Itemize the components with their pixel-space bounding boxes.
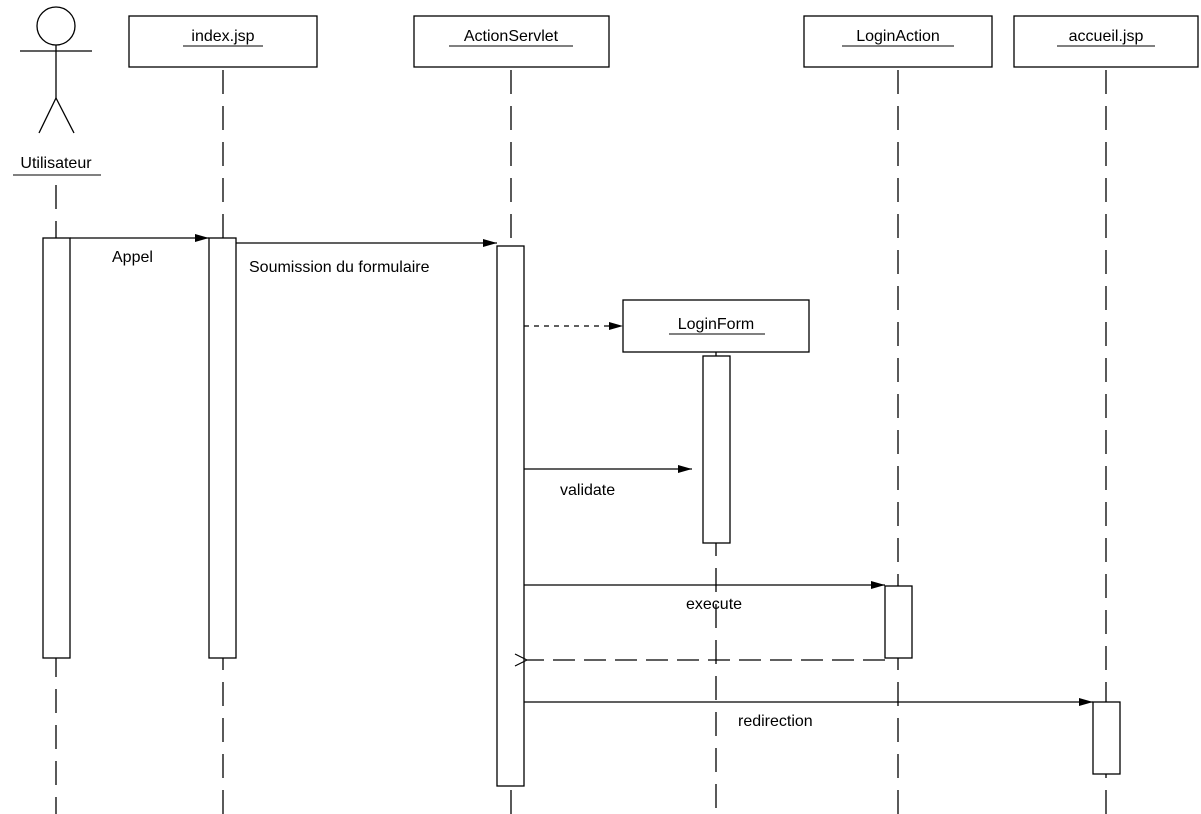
message-execute-label: execute xyxy=(686,596,742,613)
activation-index xyxy=(208,237,237,659)
object-label-loginform: LoginForm xyxy=(678,316,754,333)
message-soumission-label: Soumission du formulaire xyxy=(249,259,430,276)
message-validate-label: validate xyxy=(560,482,615,499)
object-box-loginform xyxy=(622,299,810,353)
activation-utilisateur xyxy=(42,237,71,659)
activation-loginform xyxy=(702,355,731,544)
object-box-index xyxy=(128,15,318,68)
object-box-accueil xyxy=(1013,15,1199,68)
message-appel-label: Appel xyxy=(112,249,153,266)
activation-accueil xyxy=(1092,701,1121,775)
object-box-actionservlet xyxy=(413,15,610,68)
object-label-index: index.jsp xyxy=(191,28,254,45)
object-box-loginaction xyxy=(803,15,993,68)
object-label-loginaction: LoginAction xyxy=(856,28,940,45)
object-label-accueil: accueil.jsp xyxy=(1069,28,1144,45)
activation-actionservlet xyxy=(496,245,525,787)
stick-figure-icon xyxy=(20,6,92,134)
activation-loginaction xyxy=(884,585,913,659)
message-redirection-label: redirection xyxy=(738,713,813,730)
object-label-actionservlet: ActionServlet xyxy=(464,28,559,45)
actor-label: Utilisateur xyxy=(20,155,92,172)
actor-utilisateur: Utilisateur xyxy=(13,6,101,176)
